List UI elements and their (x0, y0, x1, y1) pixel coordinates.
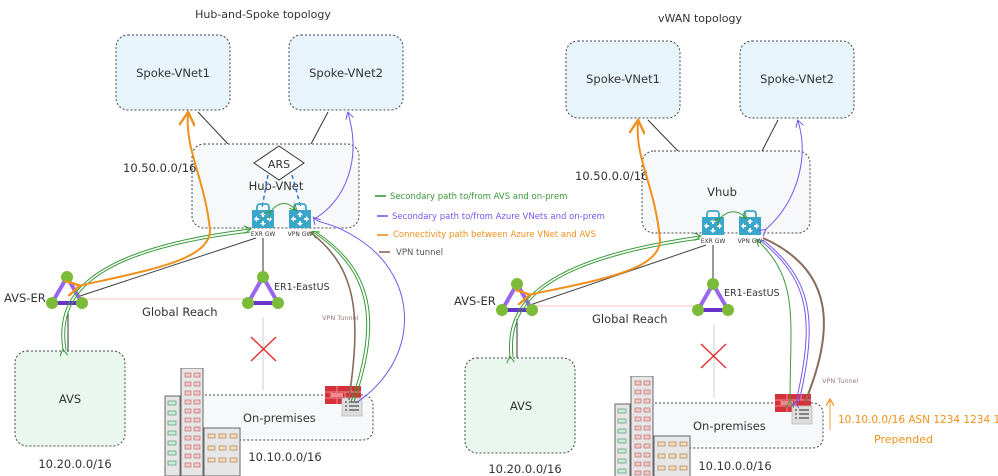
onprem-secondary-path-green-2 (315, 231, 371, 403)
avs-label: AVS (59, 392, 81, 406)
legend-label: VPN tunnel (396, 248, 443, 258)
legend-label: Connectivity path between Azure VNet and… (393, 230, 596, 240)
vpn-gw-label: VPN GW (738, 238, 763, 245)
spoke-vnet2-label: Spoke-VNet2 (309, 66, 383, 80)
hub-and-spoke-topology: Hub-and-Spoke topology Spoke-VNet1 Spoke… (4, 8, 405, 476)
link-down-cross-icon (700, 343, 727, 369)
vpn-tunnel-path (762, 237, 825, 403)
spoke-vnet2-box (739, 40, 855, 119)
vpn-gw-label: VPN GW (288, 231, 313, 238)
vpn-tunnel-label: VPN Tunnel (822, 377, 859, 385)
exr-gw-label: EXR GW (251, 231, 276, 238)
vnet-avs-connectivity-path (78, 114, 212, 286)
spoke-vnet1-label: Spoke-VNet1 (586, 72, 660, 86)
vpn-tunnel-label: VPN Tunnel (322, 314, 359, 322)
global-reach-label: Global Reach (592, 312, 668, 326)
onprem-cidr: 10.10.0.0/16 (698, 459, 771, 473)
onprem-label: On-premises (693, 419, 766, 433)
topology-title: Hub-and-Spoke topology (195, 8, 331, 21)
onprem-secondary-path-purple (759, 239, 807, 402)
spoke2-hub-link (761, 119, 779, 152)
vwan-topology: vWAN topology Spoke-VNet1 Spoke-VNet2 10… (454, 12, 998, 476)
spoke1-peering-link (197, 111, 229, 145)
avs-er-label: AVS-ER (454, 294, 496, 308)
avs-label: AVS (510, 399, 532, 413)
global-reach-label: Global Reach (142, 305, 218, 319)
hub-cidr: 10.50.0.0/16 (575, 169, 648, 183)
avs-er-label: AVS-ER (4, 291, 46, 305)
spoke-vnet1-label: Spoke-VNet1 (136, 66, 210, 80)
legend-item: Connectivity path between Azure VNet and… (377, 230, 596, 240)
ars-label: ARS (268, 158, 290, 171)
link-down-cross-icon (250, 336, 277, 362)
legend-item: Secondary path to/from AVS and on-prem (375, 192, 567, 202)
topology-title: vWAN topology (658, 12, 743, 25)
avs-cidr: 10.20.0.0/16 (38, 457, 111, 471)
legend: Secondary path to/from AVS and on-prem S… (375, 192, 605, 258)
er1-label: ER1-EastUS (724, 288, 780, 299)
onprem-label: On-premises (243, 411, 316, 425)
spoke1-hub-link (647, 119, 679, 152)
vpn-tunnel-path (309, 231, 356, 401)
onprem-cidr: 10.10.0.0/16 (248, 450, 321, 464)
prepend-route-label: 10.10.0.0/16 ASN 1234 1234 1234 (838, 414, 998, 426)
onprem-secondary-path-purple-2 (762, 239, 810, 403)
avs-secondary-path-green (62, 229, 250, 350)
gw-to-gw-path (719, 212, 746, 219)
spoke2-secondary-path-purple (315, 113, 353, 219)
avs-er-circuit-icon (494, 277, 540, 317)
spoke2-peering-link (310, 111, 329, 145)
spoke-vnet1-box (115, 34, 231, 111)
avs-secondary-path-green (509, 236, 700, 357)
avs-box (14, 350, 126, 447)
er1-label: ER1-EastUS (274, 282, 330, 293)
avs-box (464, 357, 576, 454)
vnet-avs-connectivity-path (528, 122, 662, 295)
ars-bgp-link-exr (261, 174, 269, 209)
spoke-vnet2-label: Spoke-VNet2 (760, 72, 834, 86)
spoke2-secondary-path-purple (765, 121, 802, 230)
onprem-secondary-path-purple (314, 218, 405, 404)
avs-cidr: 10.20.0.0/16 (488, 462, 561, 476)
legend-item: Secondary path to/from Azure VNets and o… (377, 212, 605, 222)
exr-gw-label: EXR GW (701, 238, 726, 245)
legend-item: VPN tunnel (379, 248, 443, 258)
legend-label: Secondary path to/from Azure VNets and o… (392, 212, 605, 222)
ars-icon (253, 145, 305, 181)
vhub-label: Vhub (707, 185, 737, 199)
hub-vnet-label: Hub-VNet (249, 179, 304, 193)
onprem-secondary-path-green (757, 240, 791, 402)
prepend-label: Prepended (874, 433, 933, 446)
spoke-vnet2-box (288, 34, 404, 111)
hub-cidr: 10.50.0.0/16 (123, 161, 196, 175)
onprem-secondary-path-green (313, 232, 368, 403)
gw-to-gw-path (270, 203, 296, 212)
avs-secondary-path-green-2 (64, 231, 251, 351)
legend-label: Secondary path to/from AVS and on-prem (390, 192, 567, 202)
ars-bgp-link-vpn (291, 174, 302, 209)
